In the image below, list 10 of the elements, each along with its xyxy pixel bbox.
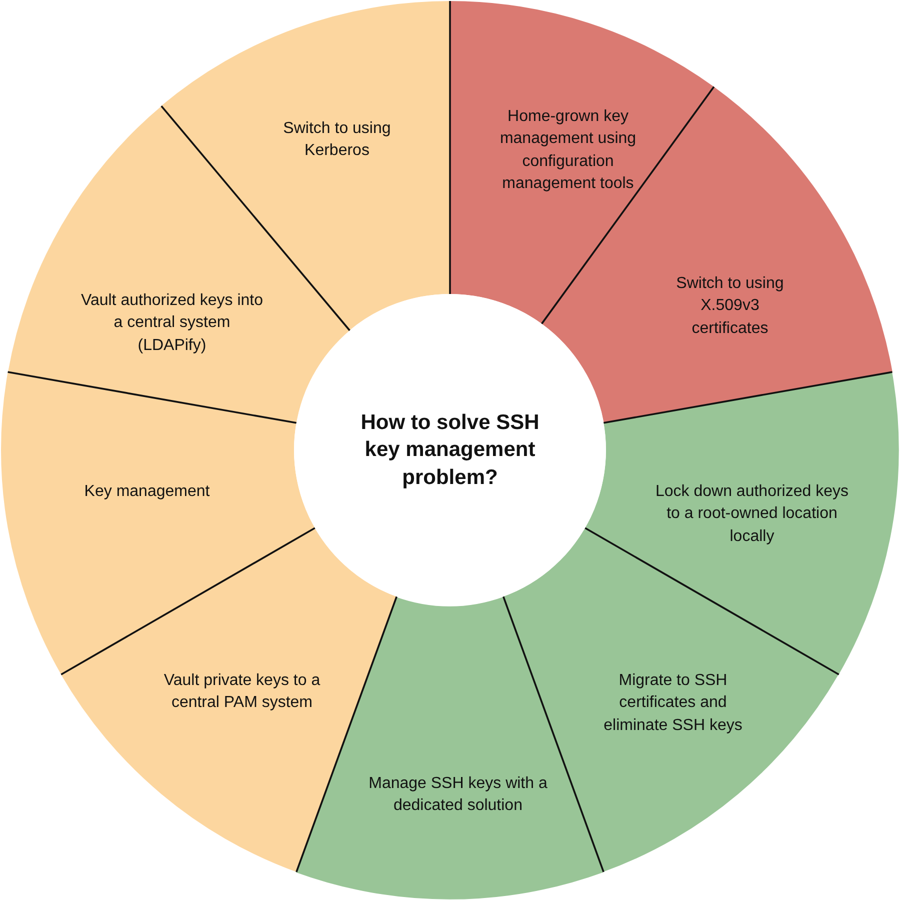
segment-label: Vault authorized keys into a central system (LDAPify) xyxy=(80,290,264,356)
segment-label: Lock down authorized keys to a root-owned location locally xyxy=(654,482,850,547)
segment-label: Key management xyxy=(83,482,211,502)
segment-label: Switch to using Kerberos xyxy=(282,119,392,162)
segment-label: Home-grown key management using configuration management tools xyxy=(498,107,638,194)
segment-label: Migrate to SSH certificates and eliminate SSH keys xyxy=(602,671,744,736)
segment-label: Switch to using X.509v3 certificates xyxy=(675,274,785,339)
segment-label: Manage SSH keys with a dedicated solution xyxy=(368,774,548,816)
center-question: How to solve SSH key management problem? xyxy=(360,410,540,491)
segment-label: Vault private keys to a central PAM system xyxy=(162,671,322,714)
